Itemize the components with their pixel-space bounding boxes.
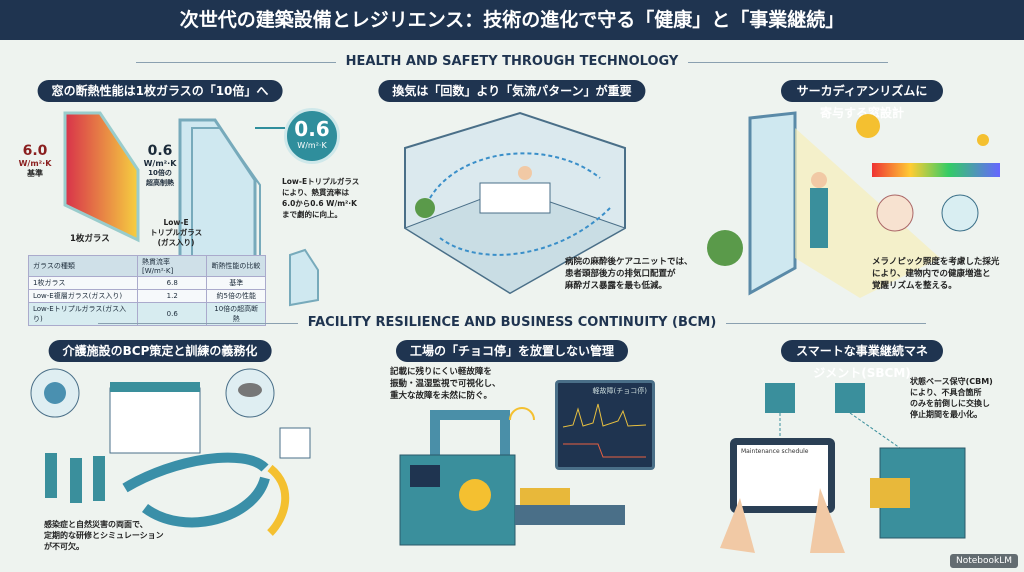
triple-value: 0.6 [147, 143, 173, 159]
bcp-description: 感染症と自然災害の両面で、 定期的な研修とシミュレーション が不可欠。 [44, 520, 164, 551]
hand-icon [810, 488, 845, 553]
window-icon [748, 111, 797, 296]
circadian-description: メラノピック照度を考慮した採光 により、建物内での健康増進と 覚醒リズムを整える… [872, 257, 1000, 291]
hospital-room-illustration [403, 111, 627, 295]
small-glass-pane [289, 248, 319, 307]
eye-icon [876, 194, 914, 232]
panel-title-window: 窓の断熱性能は1枚ガラスの「10倍」へ [37, 80, 283, 102]
plant-icon [415, 198, 435, 218]
triple-label: Low-E トリプルガラス (ガス入り) [150, 218, 203, 247]
window-description: Low-Eトリプルガラス により、熱貫流率は 6.0から0.6 W/m²·K ま… [282, 177, 360, 219]
panel-title-ventilation: 換気は「回数」より「気流パターン」が重要 [378, 80, 646, 102]
triple-note: 10倍の 超高制熱 [146, 169, 174, 187]
single-value: 6.0 [22, 143, 48, 159]
panel-title-circadian: サーカディアンリズムに寄与する窓設計 [781, 80, 943, 120]
bed-icon [479, 182, 551, 214]
notebooklm-logo: NotebookLM [949, 554, 1018, 568]
badge-unit: W/m²·K [297, 141, 327, 150]
person-icon [810, 188, 828, 248]
circadian-illustration [707, 111, 1000, 298]
cycle-arrow [122, 452, 269, 493]
section-heading-bcm: FACILITY RESILIENCE AND BUSINESS CONTINU… [0, 315, 1024, 331]
panel-title-choko-stop: 工場の「チョコ停」を放置しない管理 [395, 340, 629, 362]
ventilation-description: 病院の麻酔後ケアユニットでは、 患者頭部後方の排気口配置が 麻酔ガス暴露を最も低… [565, 257, 693, 291]
single-label: 1枚ガラス [70, 234, 110, 244]
choko-stop-description: 記載に残りにくい軽故障を 振動・温湿監視で可視化し、 重大な故障を未然に防ぐ。 [390, 367, 501, 401]
storm-cloud-icon [238, 383, 262, 397]
brain-icon [941, 194, 979, 232]
monitor-screen: 軽故障(チョコ停) [555, 380, 655, 470]
table-header: ガラスの種類 [27, 255, 139, 277]
panel-title-bcp: 介護施設のBCP策定と訓練の義務化 [48, 340, 272, 362]
cycle-arrow [142, 476, 270, 528]
product-boxes [520, 488, 570, 505]
hospital-building-icon [109, 387, 201, 454]
gear-icon [835, 383, 865, 413]
table-cell: 約5倍の性能 [206, 289, 266, 303]
table-header: 熱貫流率 [W/m²·K] [137, 255, 208, 277]
monitor-title: 軽故障(チョコ停) [592, 387, 647, 395]
table-cell: 1.2 [137, 289, 208, 303]
single-glass-pane [63, 111, 140, 243]
table-cell: Low-E複層ガラス(ガス入り) [27, 289, 139, 303]
virus-icon [44, 382, 66, 404]
staff-icon [93, 456, 105, 501]
badge-value: 0.6 [294, 117, 330, 141]
triple-unit: W/m²·K [143, 159, 177, 168]
bcp-training-illustration [30, 368, 311, 536]
panel-title-sbcm: スマートな事業継続マネジメント(SBCM) [781, 340, 943, 380]
spectrum-bar [872, 163, 1000, 177]
staff-icon [45, 453, 57, 498]
single-unit: W/m²·K [18, 159, 52, 168]
sensor-icon [459, 479, 491, 511]
single-note: 基準 [27, 169, 43, 178]
presentation-board-icon [279, 427, 311, 459]
sbcm-illustration [720, 383, 966, 553]
sun-icon [977, 134, 989, 146]
hand-icon [720, 498, 755, 553]
patient-icon [518, 166, 532, 180]
u-value-badge: 0.6 W/m²·K [284, 108, 340, 164]
vibration-chart [562, 403, 647, 458]
table-cell: 基準 [206, 276, 266, 290]
sun-icon [856, 114, 880, 138]
factory-machine-illustration [399, 407, 625, 546]
conveyor-belt [515, 505, 625, 525]
section-heading-health: HEALTH AND SAFETY THROUGH TECHNOLOGY [0, 54, 1024, 70]
table-header: 断熱性能の比較 [206, 255, 266, 277]
table-cell: 6.8 [137, 276, 208, 290]
staff-icon [70, 458, 82, 503]
plant-icon [707, 230, 743, 266]
airflow-arrow [429, 152, 601, 199]
tablet-title: Maintenance schedule [741, 448, 809, 455]
network-icon [765, 383, 795, 413]
sbcm-description: 状態ベース保守(CBM) により、不具合箇所 のみを前倒しに交換し 停止期間を最… [910, 377, 993, 419]
page-title: 次世代の建築設備とレジリエンス：技術の進化で守る「健康」と「事業継続」 [0, 0, 1024, 40]
airflow-arrow [439, 207, 611, 256]
signal-icon [509, 407, 535, 421]
table-cell: 1枚ガラス [27, 276, 139, 290]
